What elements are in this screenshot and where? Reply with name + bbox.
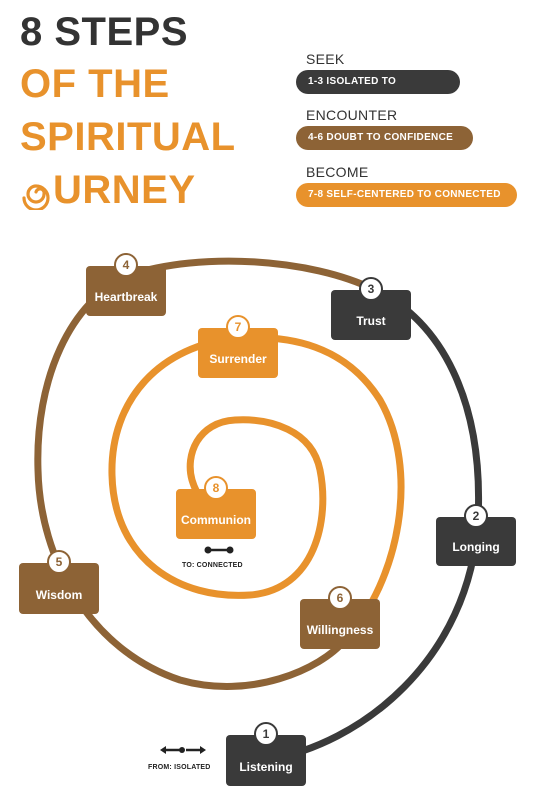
step-7-label: Surrender	[209, 352, 267, 366]
legend-heading-seek: SEEK	[306, 51, 345, 67]
title-line-2: OF THE	[20, 62, 170, 106]
spiral-j-logo	[20, 170, 52, 210]
step-8-number: 8	[204, 476, 228, 500]
step-6-willingness: 6 Willingness	[300, 586, 380, 649]
step-8-label: Communion	[181, 513, 251, 527]
step-4-heartbreak: 4 Heartbreak	[86, 253, 166, 316]
step-6-number: 6	[328, 586, 352, 610]
spiral-path	[34, 257, 483, 764]
end-label: TO: CONNECTED	[182, 562, 243, 569]
title-line-3: SPIRITUAL	[20, 115, 236, 159]
step-7-surrender: 7 Surrender	[198, 315, 278, 378]
step-5-label: Wisdom	[35, 588, 83, 602]
start-label: FROM: ISOLATED	[148, 764, 211, 771]
start-marker	[160, 746, 206, 754]
step-3-label: Trust	[356, 314, 386, 328]
step-1-listening: 1 Listening	[226, 722, 306, 786]
step-5-number: 5	[47, 550, 71, 574]
title-line-4: URNEY	[20, 170, 196, 210]
step-8-communion: 8 Communion	[176, 476, 256, 539]
title-line-1: 8 STEPS	[20, 10, 189, 54]
step-3-number: 3	[359, 277, 383, 301]
step-3-trust: 3 Trust	[331, 277, 411, 340]
legend-pill-become: 7-8 SELF-CENTERED TO CONNECTED	[296, 183, 517, 207]
path-encounter	[34, 257, 379, 690]
step-5-wisdom: 5 Wisdom	[19, 550, 99, 614]
legend-heading-become: BECOME	[306, 164, 369, 180]
legend-heading-encounter: ENCOUNTER	[306, 107, 398, 123]
step-4-label: Heartbreak	[94, 290, 158, 304]
step-7-number: 7	[226, 315, 250, 339]
title-line-4-text: URNEY	[53, 168, 196, 212]
step-1-label: Listening	[239, 760, 293, 774]
step-4-number: 4	[114, 253, 138, 277]
step-2-longing: 2 Longing	[436, 504, 516, 566]
step-2-label: Longing	[452, 540, 500, 554]
step-1-number: 1	[254, 722, 278, 746]
legend-pill-seek: 1-3 ISOLATED TO HOPEFUL	[296, 70, 460, 111]
legend-pill-encounter: 4-6 DOUBT TO CONFIDENCE	[296, 126, 473, 150]
end-marker	[204, 546, 234, 554]
step-2-number: 2	[464, 504, 488, 528]
step-6-label: Willingness	[306, 623, 374, 637]
path-become	[108, 334, 405, 644]
